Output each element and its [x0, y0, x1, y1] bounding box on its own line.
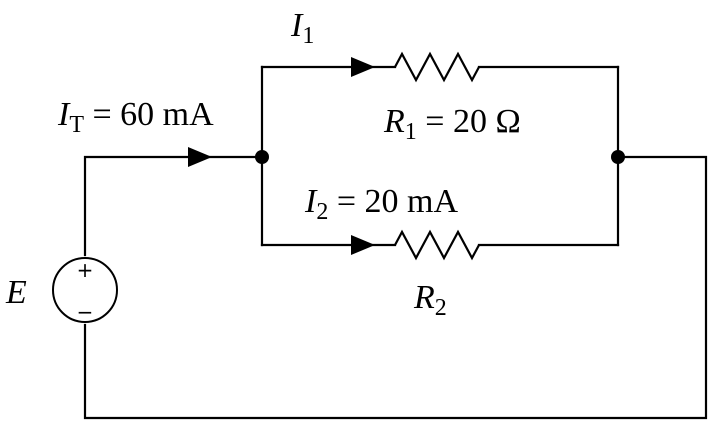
branch2-current-subscript: 2 [316, 199, 328, 225]
branch2-current-label: I2 = 20 mA [304, 183, 458, 225]
total-current-label: IT = 60 mA [57, 96, 214, 138]
junction-node-left [255, 150, 269, 164]
r2-symbol: R [413, 279, 435, 316]
total-current-value: = 60 mA [84, 96, 214, 133]
r1-symbol: R [383, 103, 405, 140]
total-current-subscript: T [69, 112, 84, 138]
current-arrow-branch1 [351, 57, 375, 77]
branch1-current-label: I1 [290, 7, 314, 49]
r2-label: R2 [413, 279, 447, 321]
total-current-symbol: I [57, 96, 71, 133]
branch1-current-symbol: I [290, 7, 304, 44]
r1-label: R1 = 20 Ω [383, 103, 521, 145]
branch2-current-symbol: I [304, 183, 318, 220]
resistor-r2 [394, 229, 480, 261]
source-minus-sign: − [77, 300, 94, 324]
r1-value: = 20 Ω [417, 103, 521, 140]
current-arrow-branch2 [351, 235, 375, 255]
r1-subscript: 1 [405, 119, 417, 145]
branch2-current-value: = 20 mA [328, 183, 458, 220]
junction-node-right [611, 150, 625, 164]
voltage-source-symbol [52, 257, 118, 323]
r2-subscript: 2 [435, 295, 447, 321]
branch1-current-subscript: 1 [302, 23, 314, 49]
wire-left-bottom [83, 155, 708, 420]
wire-left-top [83, 155, 264, 257]
source-plus-sign: + [77, 258, 94, 282]
resistor-r1 [394, 51, 480, 83]
source-label: E [5, 274, 27, 311]
current-arrow-total [188, 147, 212, 167]
